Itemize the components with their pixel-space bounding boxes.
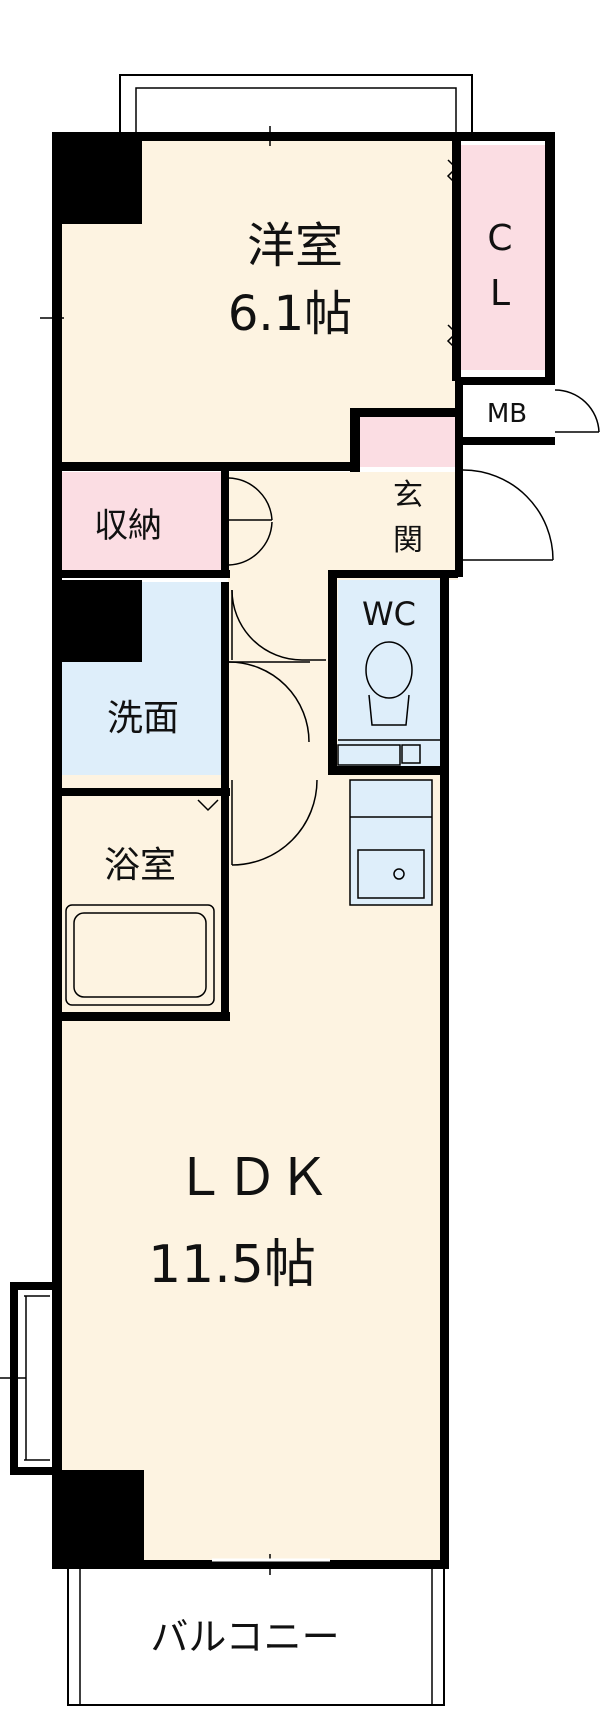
wc-label: WC bbox=[362, 595, 416, 633]
kitchen-sink-icon bbox=[349, 779, 433, 906]
entrance-floor bbox=[358, 472, 458, 570]
bathroom-label: 浴室 bbox=[104, 845, 176, 886]
western-room-name: 洋室 bbox=[247, 218, 343, 274]
ldk-name: ＬＤＫ bbox=[174, 1148, 330, 1208]
toilet-icon bbox=[338, 641, 440, 741]
storage-label: 収納 bbox=[94, 506, 162, 546]
walls bbox=[10, 132, 555, 1569]
labels: 洋室 6.1帖 C L MB 収納 玄 関 WC 洗面 浴室 ＬＤＫ 11.5帖… bbox=[94, 218, 527, 1659]
western-room-size: 6.1帖 bbox=[228, 286, 352, 342]
balcony-label: バルコニー bbox=[150, 1615, 339, 1659]
closet-label-1: C bbox=[487, 218, 512, 259]
hall2-floor bbox=[228, 580, 338, 775]
corridor-pink bbox=[358, 415, 460, 467]
storage-floor bbox=[60, 472, 228, 572]
shaft-marks bbox=[337, 744, 421, 766]
doors bbox=[228, 159, 600, 866]
entrance-label-1: 玄 bbox=[393, 478, 423, 513]
bathtub-icon bbox=[65, 799, 219, 1006]
washroom-label: 洗面 bbox=[107, 698, 179, 739]
closet-label-2: L bbox=[490, 273, 510, 314]
window-lines bbox=[0, 126, 330, 1575]
ldk-floor bbox=[60, 775, 440, 1565]
entrance-label-2: 関 bbox=[393, 523, 423, 558]
meter-box-label: MB bbox=[487, 399, 527, 429]
floor-areas bbox=[60, 140, 545, 1565]
closet-floor bbox=[460, 145, 545, 370]
upper-balcony bbox=[119, 74, 473, 141]
ldk-size: 11.5帖 bbox=[148, 1235, 316, 1295]
